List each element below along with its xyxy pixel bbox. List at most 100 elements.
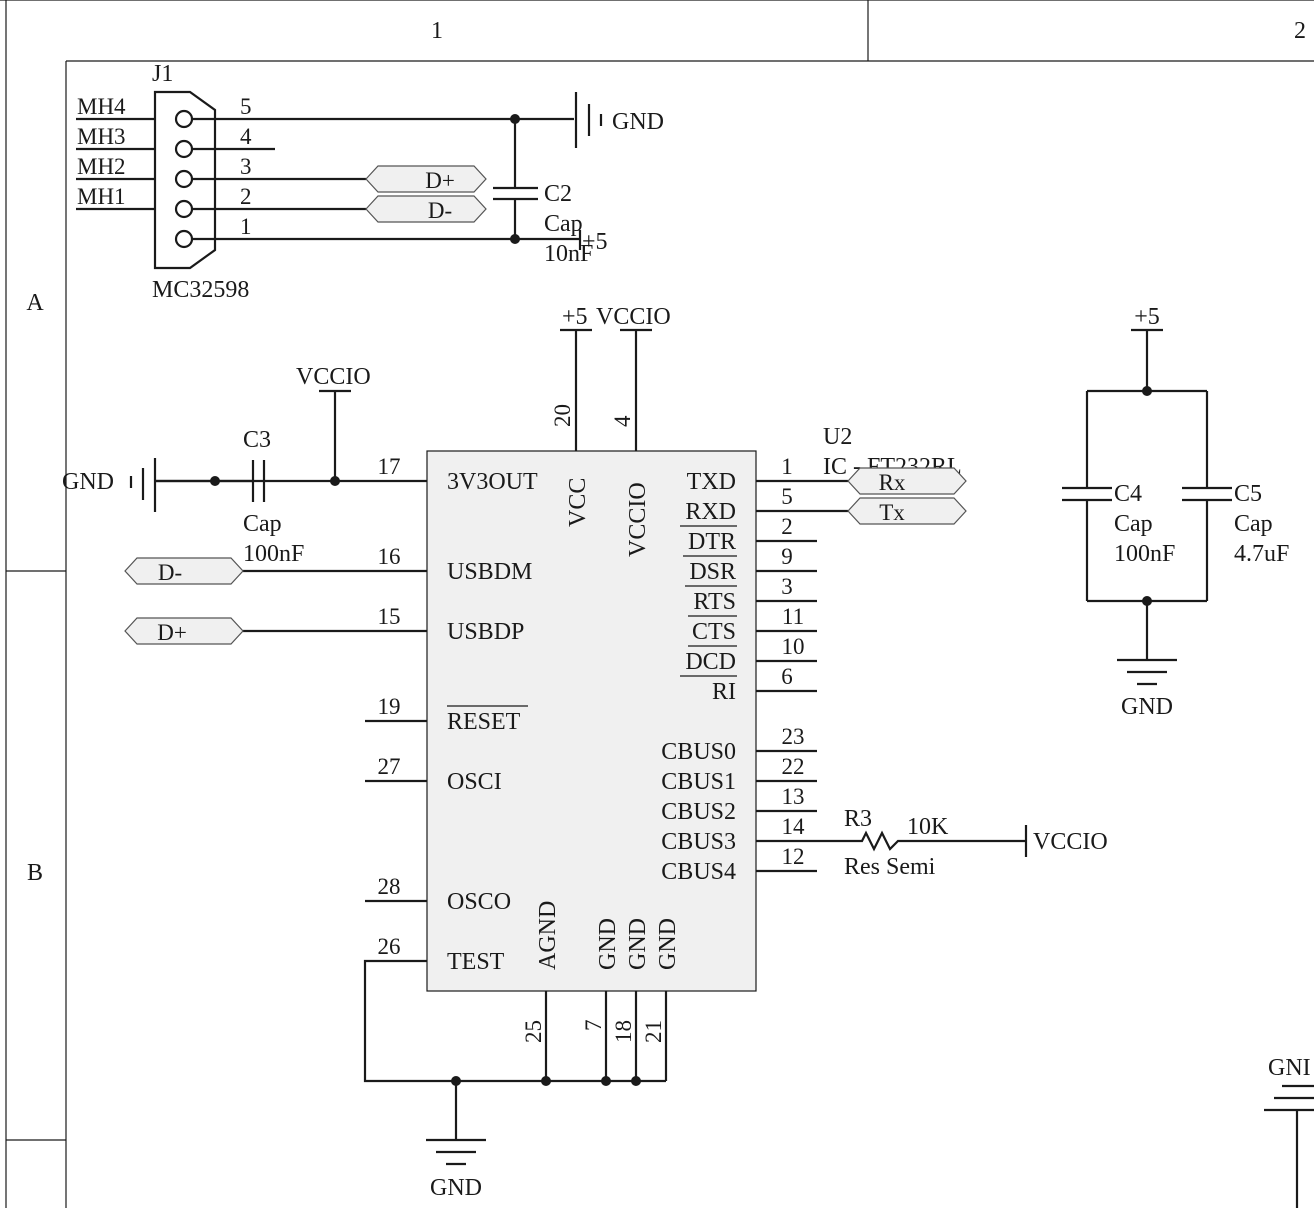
r3-type: Res Semi <box>844 854 936 880</box>
u2-pin-usbdp: USBDP <box>447 619 524 645</box>
u2-pin-3-num: 3 <box>781 574 793 599</box>
column-label-1: 1 <box>431 18 443 44</box>
u2-designator: U2 <box>823 424 852 450</box>
port-d-plus-j1-label: D+ <box>425 168 455 193</box>
capacitor-c2 <box>493 114 538 244</box>
port-d-plus-j1 <box>365 165 487 193</box>
u2-pin-2-num: 2 <box>781 514 793 539</box>
port-d-minus-ic <box>124 557 244 585</box>
column-label-2: 2 <box>1294 18 1306 44</box>
u2-pin-ri: RI <box>712 679 736 705</box>
u2-pin-22-num: 22 <box>782 754 805 779</box>
row-label-b: B <box>27 860 43 886</box>
u2-pin-20-num: 20 <box>550 404 575 427</box>
u2-pin-19-num: 19 <box>378 694 401 719</box>
r3-designator: R3 <box>844 806 872 832</box>
j1-pin-2: 2 <box>240 184 252 209</box>
u2-pin-cts: CTS <box>692 619 736 645</box>
u2-pin-10-num: 10 <box>782 634 805 659</box>
gnd-j1-label: GND <box>612 109 664 135</box>
u2-pin-16-num: 16 <box>378 544 401 569</box>
j1-designator: J1 <box>152 61 173 87</box>
u2-pin-test: TEST <box>447 949 505 975</box>
u2-pin-rts: RTS <box>693 589 736 615</box>
u2-pin-cbus0: CBUS0 <box>661 739 736 765</box>
u2-left-pin-wires <box>155 479 666 1083</box>
c3-value: 100nF <box>243 541 304 567</box>
port-d-minus-j1-label: D- <box>428 198 452 223</box>
u2-pin-osci: OSCI <box>447 769 502 795</box>
j1-pin-1: 1 <box>240 214 252 239</box>
resistor-r3 <box>858 825 1028 857</box>
u2-pin-vcc: VCC <box>565 478 591 527</box>
gnd-u2-bottom-label: GND <box>430 1175 482 1201</box>
u2-pin-6-num: 6 <box>781 664 793 689</box>
port-d-plus-ic-label: D+ <box>157 620 187 645</box>
u2-pin-17-num: 17 <box>378 454 401 479</box>
c3-designator: C3 <box>243 427 271 453</box>
u2-pin-1-num: 1 <box>781 454 793 479</box>
u2-pin-23-num: 23 <box>782 724 805 749</box>
port-d-minus-ic-label: D- <box>158 560 182 585</box>
u2-pin-4-num: 4 <box>610 415 635 427</box>
u2-pin-dtr: DTR <box>688 529 736 555</box>
port-tx <box>847 497 967 525</box>
j1-pin-3: 3 <box>240 154 252 179</box>
c5-designator: C5 <box>1234 481 1262 507</box>
u2-pin-rxd: RXD <box>685 499 736 525</box>
vccio-c3-label: VCCIO <box>296 364 371 390</box>
p5-u2-label: +5 <box>562 304 588 330</box>
port-rx-label: Rx <box>879 470 906 495</box>
c4-designator: C4 <box>1114 481 1142 507</box>
c4-value: 100nF <box>1114 541 1175 567</box>
gnd-c3-label: GND <box>62 469 114 495</box>
u2-pin-27-num: 27 <box>378 754 401 779</box>
c5-value: 4.7uF <box>1234 541 1289 567</box>
port-rx <box>847 467 967 495</box>
j1-pin-4: 4 <box>240 124 252 149</box>
c2-type: Cap <box>544 211 583 237</box>
u2-right-pin-wires <box>756 479 858 873</box>
r3-value: 10K <box>907 814 949 840</box>
u2-pin-21-num: 21 <box>641 1020 666 1043</box>
u2-pin-agnd: AGND <box>535 901 561 970</box>
decoupling-c4-c5 <box>1062 328 1232 686</box>
u2-pin-18-num: 18 <box>611 1020 636 1043</box>
j1-mh2: MH2 <box>77 154 126 179</box>
u2-pin-cbus2: CBUS2 <box>661 799 736 825</box>
vccio-r3-label: VCCIO <box>1033 829 1108 855</box>
u2-pin-vccio: VCCIO <box>625 482 651 557</box>
u2-pin-28-num: 28 <box>378 874 401 899</box>
u2-pin-9-num: 9 <box>781 544 793 569</box>
u2-pin-11-num: 11 <box>782 604 804 629</box>
c5-type: Cap <box>1234 511 1273 537</box>
u2-pin-usbdm: USBDM <box>447 559 532 585</box>
gnd-c4-label: GND <box>1121 694 1173 720</box>
u2-pin-dcd: DCD <box>685 649 736 675</box>
u2-pin-osco: OSCO <box>447 889 511 915</box>
ic-u2-body <box>426 450 757 992</box>
u2-pin-gnd-18: GND <box>625 918 651 970</box>
u2-pin-15-num: 15 <box>378 604 401 629</box>
u2-pin-cbus1: CBUS1 <box>661 769 736 795</box>
u2-pin-dsr: DSR <box>689 559 736 585</box>
gnd-symbol-u2-bottom <box>426 1081 486 1166</box>
p5-j1-label: +5 <box>582 229 608 255</box>
u2-pin-13-num: 13 <box>782 784 805 809</box>
u2-pin-7-num: 7 <box>581 1020 606 1032</box>
connector-j1 <box>76 90 580 270</box>
port-tx-label: Tx <box>879 500 905 525</box>
u2-pin-12-num: 12 <box>782 844 805 869</box>
j1-mh4: MH4 <box>77 94 126 119</box>
row-label-a: A <box>26 290 44 316</box>
u2-pin-gnd-21: GND <box>655 918 681 970</box>
capacitor-c3 <box>129 389 351 512</box>
port-d-plus-ic <box>124 617 244 645</box>
gnd-symbol-j1 <box>574 92 603 148</box>
j1-part: MC32598 <box>152 277 249 303</box>
u2-pin-cbus3: CBUS3 <box>661 829 736 855</box>
u2-top-pin-wires <box>560 328 652 451</box>
u2-pin-3v3out: 3V3OUT <box>447 469 538 495</box>
